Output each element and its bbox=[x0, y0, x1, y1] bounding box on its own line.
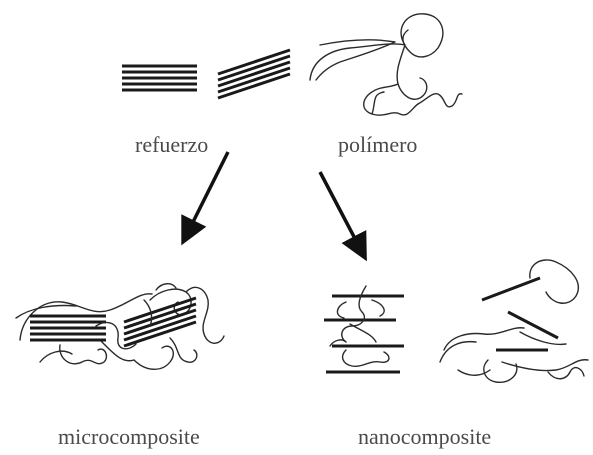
reinforcement-flat-stack bbox=[122, 66, 197, 90]
arrow-to-microcomposite bbox=[186, 152, 228, 236]
nanocomposite-intercalated bbox=[324, 286, 404, 372]
label-nanocomposite: nanocomposite bbox=[358, 424, 491, 449]
polymer-chain bbox=[310, 14, 462, 115]
nanocomposite-exfoliated bbox=[440, 260, 588, 382]
label-polimero: polímero bbox=[338, 132, 417, 157]
microcomposite-illustration bbox=[16, 284, 224, 370]
label-refuerzo: refuerzo bbox=[135, 132, 208, 157]
arrow-to-nanocomposite bbox=[320, 172, 362, 252]
label-microcomposite: microcomposite bbox=[58, 424, 200, 449]
reinforcement-tilted-stack bbox=[218, 50, 290, 98]
